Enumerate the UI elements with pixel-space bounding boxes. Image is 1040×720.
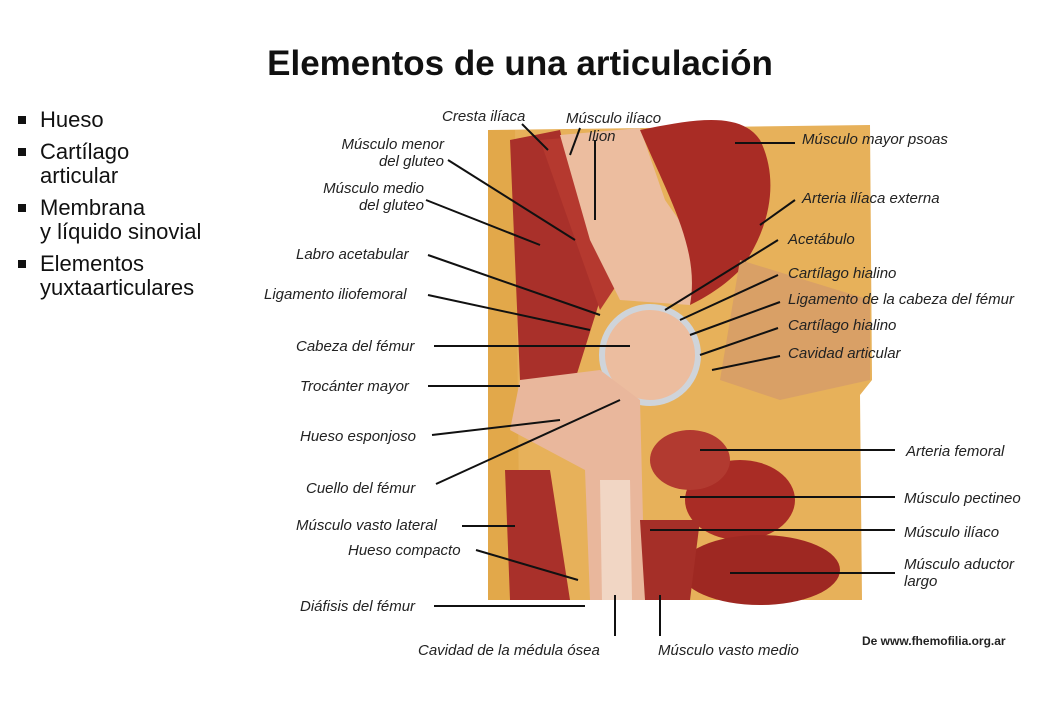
bullet-list: Hueso Cartílago articular Membrana y líq… [14,108,264,308]
label-hueso-esponjoso: Hueso esponjoso [300,428,416,445]
label-cartilago-hialino-2: Cartílago hialino [788,317,897,334]
bullet-item-elementos: Elementos yuxtaarticulares [14,252,264,300]
label-musculo-pectineo: Músculo pectineo [904,490,1021,507]
label-cabeza-femur: Cabeza del fémur [296,338,415,355]
bullet-text: Membrana [40,195,146,220]
source-credit: De www.fhemofilia.org.ar [862,634,1006,648]
leader-lines [425,123,895,636]
label-labro-acetabular: Labro acetabular [296,246,409,263]
label-musculo-medio-gluteo: Músculo medio del gluteo [300,180,424,214]
label-aductor-largo: Músculo aductor largo [904,556,1014,590]
adductor-longus-muscle [680,535,840,605]
pelvic-region [720,260,870,400]
label-cresta-iliaca: Cresta ilíaca [442,108,526,125]
label-acetabulo: Acetábulo [788,231,855,248]
label-line: Músculo aductor [904,556,1015,573]
label-line: largo [904,573,938,590]
femoral-head [599,304,701,406]
label-cavidad-medula: Cavidad de la médula ósea [418,642,600,659]
bullet-item-membrana: Membrana y líquido sinovial [14,196,264,244]
iliacus-muscle-lower [650,430,730,490]
label-musculo-menor-gluteo: Músculo menor del gluteo [318,136,444,170]
label-arteria-iliaca-externa: Arteria ilíaca externa [802,190,940,207]
bullet-text-line2: articular [40,163,119,188]
label-arteria-femoral: Arteria femoral [906,443,1005,460]
label-line: del gluteo [378,153,444,170]
bullet-square-icon [18,148,26,156]
label-vasto-lateral: Músculo vasto lateral [296,517,437,534]
label-musculo-iliaco-top: Músculo ilíaco [566,110,662,127]
label-line: Músculo menor [341,136,444,153]
bullet-item-hueso: Hueso [14,108,264,132]
label-vasto-medio: Músculo vasto medio [658,642,799,659]
bullet-text-line2: yuxtaarticulares [40,275,195,300]
label-musculo-iliaco: Músculo ilíaco [904,524,1000,541]
bullet-text: Elementos [40,251,144,276]
label-cavidad-articular: Cavidad articular [788,345,901,362]
bullet-square-icon [18,260,26,268]
label-line: del gluteo [358,197,424,214]
label-cartilago-hialino-1: Cartílago hialino [788,265,897,282]
label-line: Músculo medio [323,180,424,197]
bullet-text: Cartílago [40,139,130,164]
bullet-square-icon [18,204,26,212]
label-ilion: Ilion [588,128,616,145]
bullet-item-cartilago: Cartílago articular [14,140,264,188]
bullet-text-line2: y líquido sinovial [40,219,202,244]
psoas-muscle [640,120,771,305]
vastus-lateralis-muscle [505,470,570,600]
label-cuello-femur: Cuello del fémur [306,480,416,497]
label-ligamento-iliofemoral: Ligamento iliofemoral [264,286,407,303]
vastus-medialis-muscle [640,520,700,600]
bullet-text: Hueso [40,107,104,132]
marrow-cavity [600,480,632,600]
label-diafisis-femur: Diáfisis del fémur [300,598,416,615]
bullet-square-icon [18,116,26,124]
label-hueso-compacto: Hueso compacto [348,542,461,559]
label-trocanter-mayor: Trocánter mayor [300,378,409,395]
label-ligamento-cabeza-femur: Ligamento de la cabeza del fémur [788,291,1014,308]
page-title: Elementos de una articulación [267,44,773,83]
label-mayor-psoas: Músculo mayor psoas [802,131,948,148]
